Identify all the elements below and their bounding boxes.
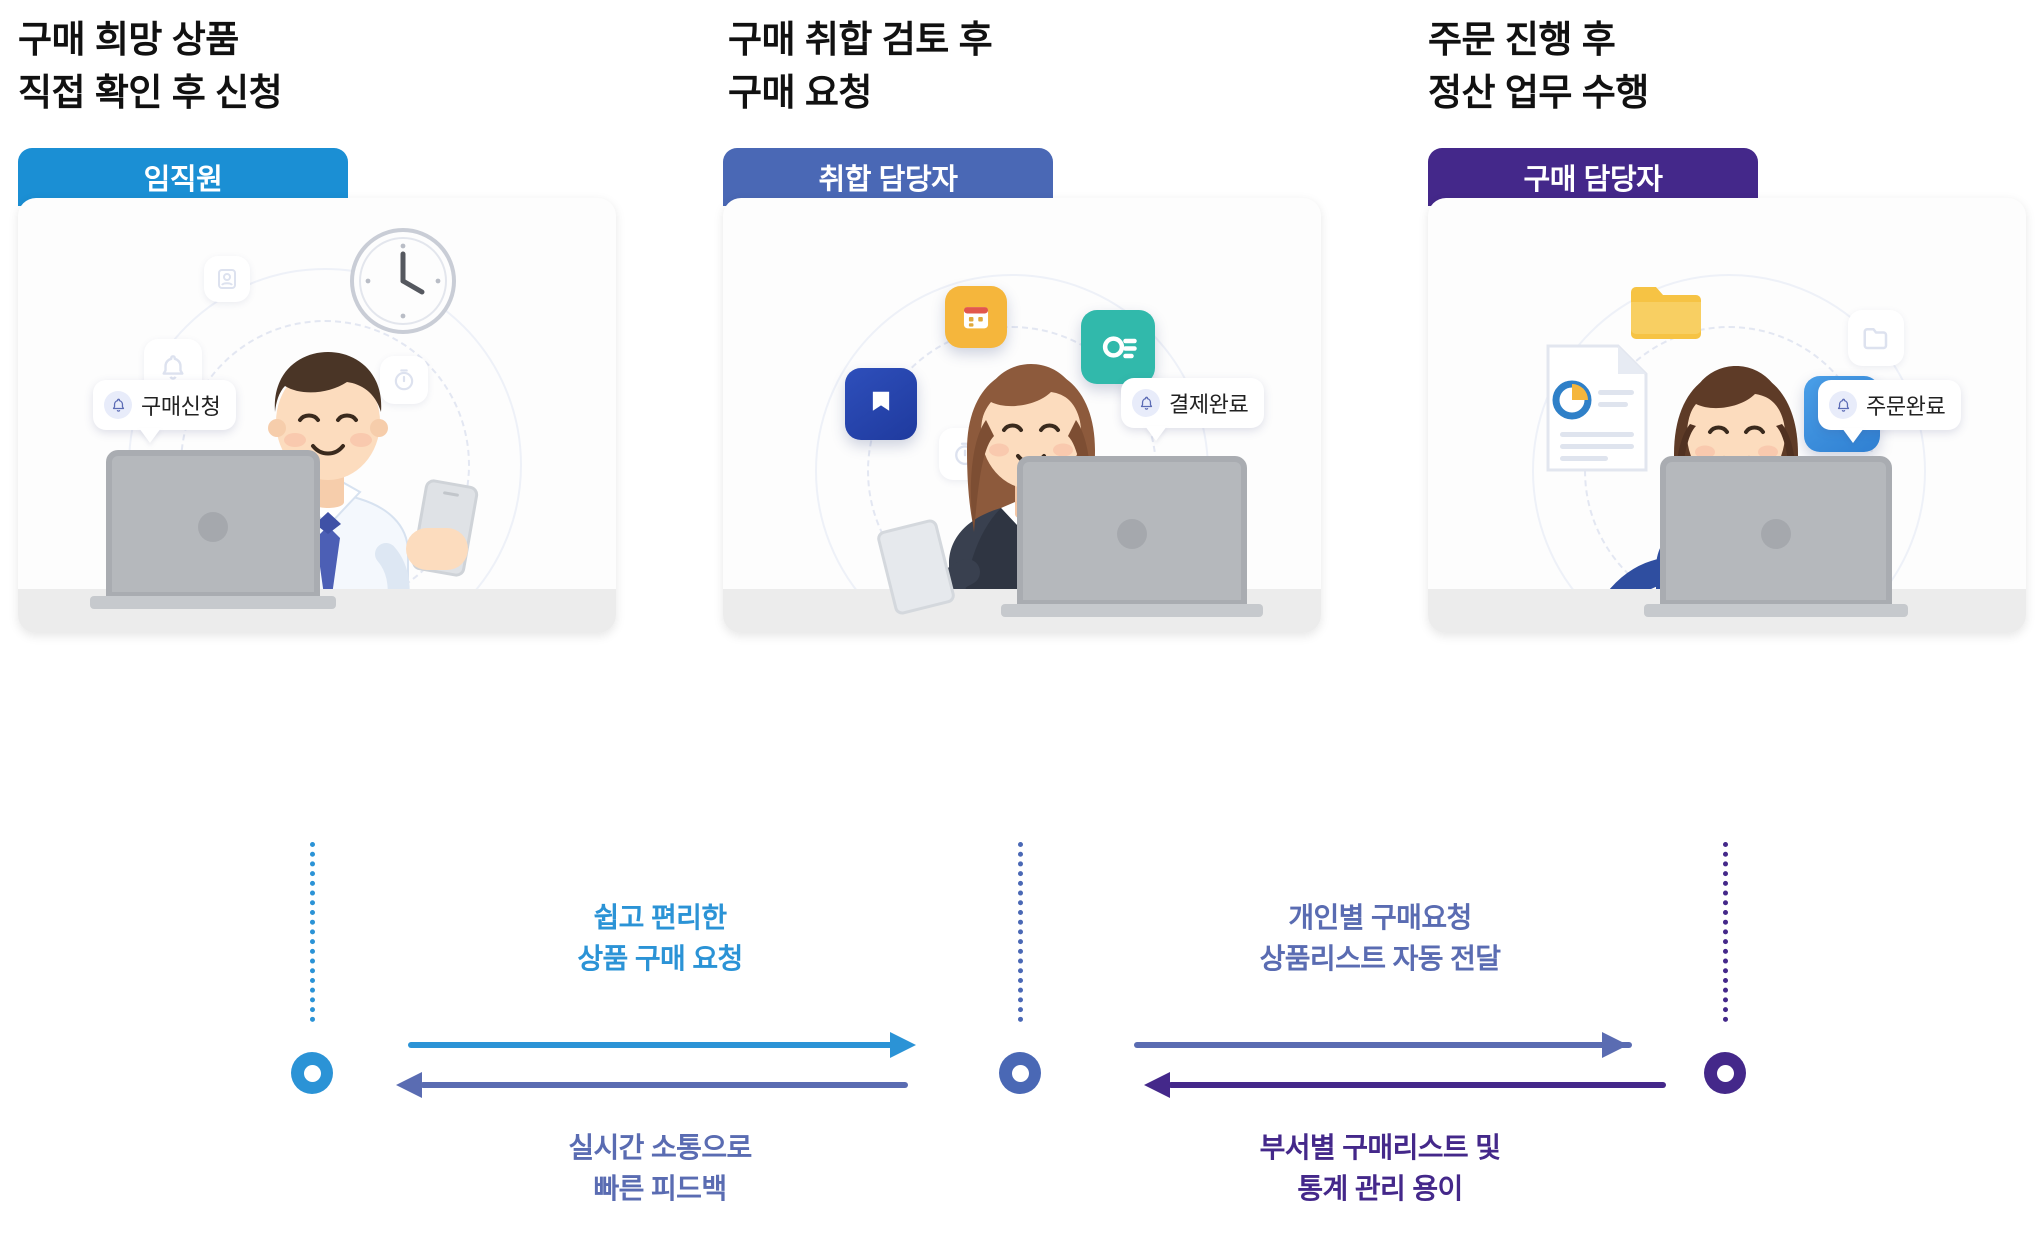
folder-icon xyxy=(1631,287,1701,339)
flow-arrow-right-1 xyxy=(408,1042,896,1048)
bubble-tail xyxy=(1145,426,1167,441)
illustration-employee: 구매신청 xyxy=(18,198,616,633)
role-tab-employee[interactable]: 임직원 xyxy=(18,148,348,206)
folder-outline-icon xyxy=(1863,328,1888,350)
role-tab-label: 임직원 xyxy=(143,164,223,196)
notification-bubble-collector: 결제완료 xyxy=(1121,378,1265,441)
note-app-icon xyxy=(845,368,917,440)
flow-arrow-right-2 xyxy=(1134,1042,1632,1048)
bell-icon xyxy=(162,355,184,380)
id-card-icon xyxy=(218,269,236,289)
flow-arrow-left-1 xyxy=(420,1082,908,1088)
calendar-app-icon xyxy=(945,286,1007,348)
dotted-connector-2 xyxy=(1018,842,1023,1022)
role-card-body: 주문완료 xyxy=(1428,198,2026,633)
laptop-icon xyxy=(1644,456,1908,617)
notification-bubble-text: 구매신청 xyxy=(141,394,221,419)
role-card-body: 구매신청 xyxy=(18,198,616,633)
ghost-tile-folder xyxy=(1848,310,1904,366)
bell-icon xyxy=(1829,391,1857,419)
flow-arrow-right-2-head xyxy=(1602,1032,1628,1058)
laptop-icon xyxy=(90,450,336,609)
flow-arrow-left-1-head xyxy=(396,1072,422,1098)
role-card-employee: 임직원 xyxy=(18,148,616,638)
role-card-collector: 취합 담당자 xyxy=(723,148,1321,638)
illustration-purchaser: 주문완료 xyxy=(1428,198,2026,633)
document-icon xyxy=(1546,344,1648,472)
dotted-connector-1 xyxy=(310,842,315,1022)
notification-bubble-text: 주문완료 xyxy=(1866,394,1946,419)
flow-label-1-bottom: 실시간 소통으로 빠른 피드백 xyxy=(568,1132,752,1204)
flow-arrow-left-2 xyxy=(1168,1082,1666,1088)
notification-bubble-purchaser: 주문완료 xyxy=(1818,380,1962,443)
bell-icon xyxy=(104,391,132,419)
decorative-ring-outer xyxy=(815,274,1209,633)
bubble-tail xyxy=(1842,428,1864,443)
timeline-node-purchaser[interactable] xyxy=(1704,1052,1746,1094)
illustration-collector: 결제완료 xyxy=(723,198,1321,633)
flow-arrow-left-2-head xyxy=(1144,1072,1170,1098)
mail-app-icon xyxy=(1081,310,1155,384)
role-card-purchaser: 구매 담당자 xyxy=(1428,148,2026,638)
bell-icon xyxy=(1132,389,1160,417)
flow-arrow-right-1-head xyxy=(890,1032,916,1058)
decorative-ring-outer xyxy=(1532,274,1926,633)
dotted-connector-3 xyxy=(1723,842,1728,1022)
bubble-tail xyxy=(139,428,161,443)
role-tab-label: 구매 담당자 xyxy=(1523,164,1663,196)
notification-bubble-employee: 구매신청 xyxy=(93,380,237,443)
column-heading-2: 구매 취합 검토 후 구매 요청 xyxy=(728,19,993,113)
clock-icon xyxy=(350,228,456,334)
flow-label-2-top: 개인별 구매요청 상품리스트 자동 전달 xyxy=(1259,902,1501,974)
role-tab-purchaser[interactable]: 구매 담당자 xyxy=(1428,148,1758,206)
column-heading-3: 주문 진행 후 정산 업무 수행 xyxy=(1428,19,1649,113)
ghost-tile-timer xyxy=(380,356,428,404)
column-heading-1: 구매 희망 상품 직접 확인 후 신청 xyxy=(18,19,283,113)
role-tab-label: 취합 담당자 xyxy=(818,164,958,196)
role-tab-collector[interactable]: 취합 담당자 xyxy=(723,148,1053,206)
flow-label-2-bottom: 부서별 구매리스트 및 통계 관리 용이 xyxy=(1259,1132,1501,1204)
flow-label-1-top: 쉽고 편리한 상품 구매 요청 xyxy=(577,902,743,974)
stopwatch-icon xyxy=(394,369,414,391)
timeline-node-employee[interactable] xyxy=(291,1052,333,1094)
timeline-node-collector[interactable] xyxy=(999,1052,1041,1094)
role-card-body: 결제완료 xyxy=(723,198,1321,633)
hand-shape xyxy=(406,528,468,570)
notification-bubble-text: 결제완료 xyxy=(1169,392,1249,417)
laptop-icon xyxy=(1001,456,1263,617)
ghost-tile-contact xyxy=(204,256,250,302)
